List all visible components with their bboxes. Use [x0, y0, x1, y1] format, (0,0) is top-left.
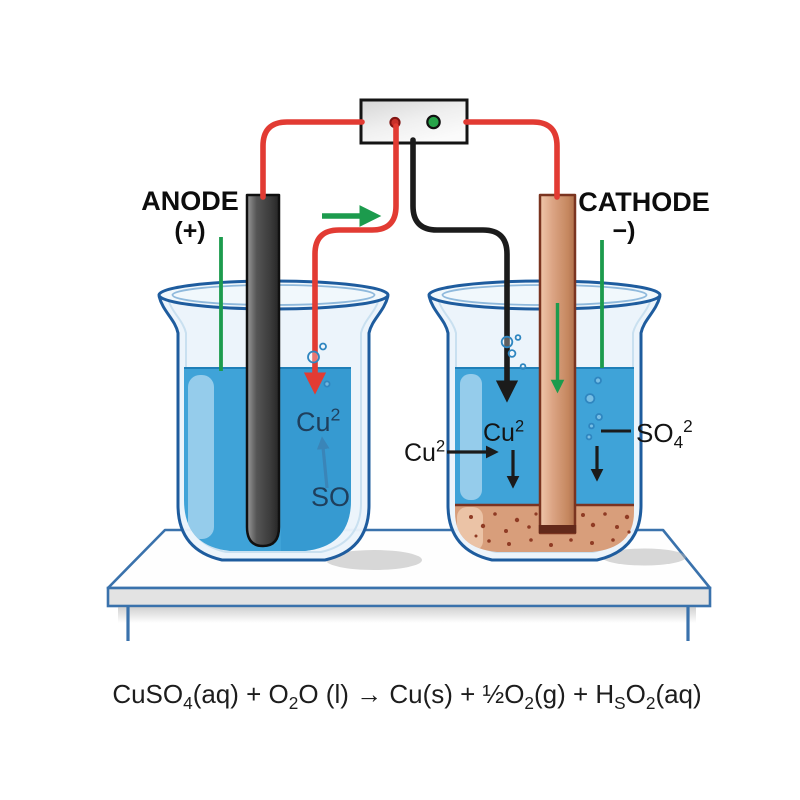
left-so-ion-label: SO	[311, 482, 350, 512]
cathode-label: CATHODE	[578, 187, 710, 217]
wires	[260, 119, 560, 403]
right-beaker-bubbles-left	[500, 334, 527, 370]
left-cu-ion-label: Cu2	[296, 405, 340, 437]
right-solution-highlight	[460, 374, 482, 500]
green-terminal	[426, 114, 441, 130]
right-beaker-bubbles-right	[584, 376, 603, 441]
red-wire-to-cathode	[463, 119, 560, 200]
cathode-polarity-label: −)	[613, 217, 636, 245]
red-wire-into-left-beaker	[303, 123, 399, 395]
right-cu-ion-inner-label: Cu2	[483, 418, 524, 448]
right-beaker-shadow	[602, 548, 686, 566]
left-so-to-cu-arrow	[316, 436, 330, 489]
red-wire-to-anode	[260, 119, 365, 200]
left-beaker-inner-wall	[167, 298, 380, 553]
anode-electrode	[245, 193, 281, 548]
deposit-speckles	[469, 512, 631, 547]
left-solution-shading	[188, 368, 351, 551]
left-beaker-bubbles	[307, 342, 331, 388]
power-supply	[359, 98, 469, 145]
bench-front-edge	[106, 586, 712, 608]
bench-underside-shadow	[118, 607, 696, 623]
power-supply-box	[359, 98, 469, 145]
chemical-equation: CuSO4(aq) + O2O (l) → Cu(s) + ½O2(g) + H…	[112, 679, 701, 713]
right-cu-ion-outer-label: Cu2	[404, 438, 445, 468]
anode-polarity-label: (+)	[174, 217, 205, 245]
left-beaker-shadow	[326, 550, 422, 570]
anode-label: ANODE	[141, 186, 239, 216]
right-so4-ion-label: SO42	[636, 416, 693, 452]
black-wire-into-right-beaker	[410, 137, 519, 403]
cathode-electrode-tip	[538, 525, 577, 533]
cathode-electrode	[538, 193, 577, 535]
